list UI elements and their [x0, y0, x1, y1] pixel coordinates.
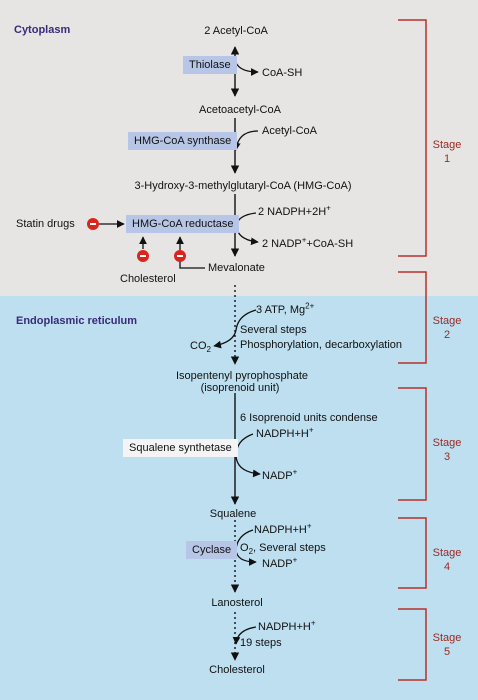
cytoplasm-label: Cytoplasm: [14, 24, 71, 36]
stage-5-bracket: [398, 608, 427, 681]
lanosterol: Lanosterol: [211, 597, 263, 609]
phos-decarb-label: Phosphorylation, decarboxylation: [240, 339, 403, 351]
cholesterol-feedback-label: Cholesterol: [120, 273, 176, 285]
squalene-synthetase-box: Squalene synthetase: [123, 439, 238, 457]
mevalonate: Mevalonate: [208, 262, 265, 274]
hmg-coa-reductase-box: HMG-CoA reductase: [126, 215, 240, 233]
stage-3-bracket: [398, 387, 427, 501]
cholesterol-inhibition-icon: [137, 250, 149, 262]
atp-mg-label: 3 ATP, Mg2+: [256, 301, 315, 316]
ipp-line-2: (isoprenoid unit): [200, 382, 280, 394]
cyclase-box: Cyclase: [186, 541, 238, 559]
ipp-line-1: Isopentenyl pyrophosphate: [175, 370, 309, 382]
stage-1-bracket: [398, 19, 427, 257]
acetoacetyl-coa: Acetoacetyl-CoA: [199, 104, 281, 116]
nadp-label-4: NADP+: [262, 555, 298, 570]
o2-steps-label: O2, Several steps: [240, 542, 326, 557]
co2-label: CO2: [190, 340, 211, 355]
nadph-h-label-4: NADPH+H+: [254, 521, 312, 536]
thiolase-box: Thiolase: [183, 56, 237, 74]
mevalonate-inhibition-icon: [174, 250, 186, 262]
isoprenoid-condense-label: 6 Isoprenoid units condense: [240, 412, 378, 424]
nadph-h-label-3: NADPH+H+: [256, 425, 314, 440]
nineteen-steps-label: 19 steps: [240, 637, 282, 649]
squalene: Squalene: [209, 508, 257, 520]
stage-4-bracket: [398, 517, 427, 589]
nadp-label-3: NADP+: [262, 467, 298, 482]
nadph-h-label-5: NADPH+H+: [258, 618, 316, 633]
hmg-coa-synthase-box: HMG-CoA synthase: [128, 132, 238, 150]
hmg-coa: 3-Hydroxy-3-methylglutaryl-CoA (HMG-CoA): [134, 180, 352, 192]
several-steps-label: Several steps: [240, 324, 307, 336]
statin-inhibition-icon: [87, 218, 99, 230]
nadph-2h-label: 2 NADPH+2H+: [258, 203, 331, 218]
coa-sh-label: CoA-SH: [262, 67, 303, 79]
stage-2-bracket: [398, 271, 427, 364]
acetyl-coa-2: 2 Acetyl-CoA: [204, 25, 268, 37]
nadp-coa-label: 2 NADP++CoA-SH: [262, 235, 354, 250]
cholesterol-final: Cholesterol: [209, 664, 265, 676]
er-label: Endoplasmic reticulum: [16, 315, 138, 327]
acetyl-coa-label: Acetyl-CoA: [262, 125, 318, 137]
statin-drugs-label: Statin drugs: [16, 218, 75, 230]
